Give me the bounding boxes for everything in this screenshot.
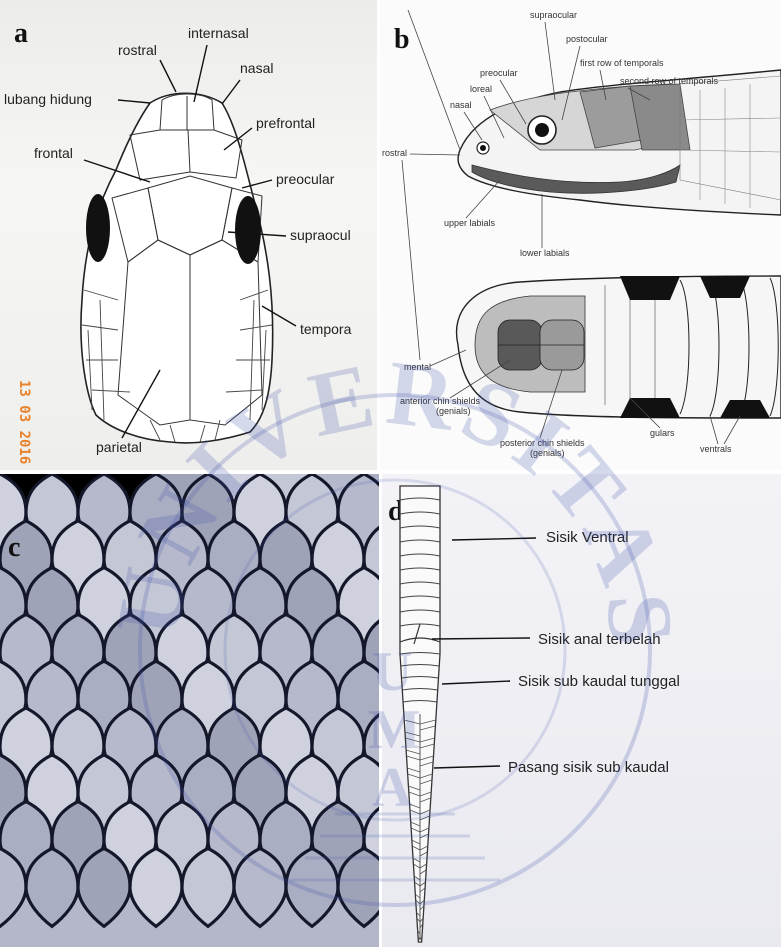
leader-sisik-sub-tunggal: [442, 681, 510, 684]
dorsal-scale: [78, 848, 130, 926]
panel-a-svg: a: [0, 0, 377, 470]
panel-c-letter: c: [8, 532, 20, 563]
label-anterior-chin-2: (genials): [436, 406, 471, 416]
leader-rostral: [160, 60, 176, 92]
label-lubang-hidung: lubang hidung: [4, 91, 92, 107]
panel-c-svg: c: [0, 474, 379, 947]
leader-supraocular: [545, 22, 555, 100]
tail-drawing: [400, 486, 440, 942]
leader-ventrals-2: [724, 416, 740, 444]
dorsal-head-drawing: [81, 93, 273, 443]
label-nasal-b: nasal: [450, 100, 472, 110]
label-supraocular: supraocular: [530, 10, 577, 20]
leader-rostral-b3: [402, 160, 420, 360]
dorsal-scale: [26, 848, 78, 926]
label-preocular: preocular: [276, 171, 335, 187]
left-eye: [86, 194, 110, 262]
label-rostral: rostral: [118, 42, 157, 58]
dorsal-scale-pattern: [0, 474, 379, 926]
panel-b-lateral-head: b: [380, 0, 781, 470]
label-lower-labials: lower labials: [520, 248, 570, 258]
label-sisik-anal: Sisik anal terbelah: [538, 631, 661, 648]
label-frontal: frontal: [34, 145, 73, 161]
dorsal-scale: [182, 848, 234, 926]
lateral-pupil: [535, 123, 549, 137]
leader-rostral-b2: [408, 10, 460, 150]
leader-upper-labials: [466, 180, 500, 218]
leader-pasang-sisik: [434, 766, 500, 768]
label-rostral-b: rostral: [382, 148, 407, 158]
panel-a-dorsal-head: a: [0, 0, 377, 470]
label-mental: mental: [404, 362, 431, 372]
dorsal-scale: [130, 848, 182, 926]
dorsal-scale: [286, 848, 338, 926]
label-preocular-b: preocular: [480, 68, 518, 78]
label-posterior-chin-1: posterior chin shields: [500, 438, 585, 448]
label-postocular: postocular: [566, 34, 608, 44]
panel-b-svg: b: [380, 0, 781, 470]
label-pasang-sisik: Pasang sisik sub kaudal: [508, 759, 669, 776]
panel-b-letter: b: [394, 24, 410, 55]
leader-rostral-b: [410, 154, 460, 155]
label-nasal: nasal: [240, 60, 273, 76]
date-stamp: 13 03 2016: [16, 380, 32, 464]
leader-sisik-anal: [432, 638, 530, 639]
leader-nasal: [222, 80, 240, 104]
leader-ventrals: [710, 416, 718, 444]
panel-d-svg: d Sisik Ventral Sisik anal terbelah Sisi…: [382, 474, 781, 947]
leader-lubang-hidung: [118, 100, 150, 103]
ventral-head-drawing: [457, 276, 781, 418]
label-loreal: loreal: [470, 84, 492, 94]
dorsal-scale: [234, 848, 286, 926]
label-internasal: internasal: [188, 25, 249, 41]
label-posterior-chin-2: (genials): [530, 448, 565, 458]
leader-sisik-ventral: [452, 538, 536, 540]
label-supraocul: supraocul: [290, 227, 351, 243]
right-eye: [235, 196, 261, 264]
panel-a-letter: a: [14, 18, 28, 49]
label-first-row-temporals: first row of temporals: [580, 58, 664, 68]
label-prefrontal: prefrontal: [256, 115, 315, 131]
panel-c-dorsal-scales: c: [0, 474, 379, 947]
label-parietal: parietal: [96, 439, 142, 455]
label-sisik-ventral: Sisik Ventral: [546, 529, 629, 546]
label-gulars: gulars: [650, 428, 675, 438]
label-sisik-sub-tunggal: Sisik sub kaudal tunggal: [518, 673, 680, 690]
label-anterior-chin-1: anterior chin shields: [400, 396, 481, 406]
label-tempora: tempora: [300, 321, 352, 337]
leader-internasal: [194, 45, 207, 102]
label-upper-labials: upper labials: [444, 218, 496, 228]
label-ventrals: ventrals: [700, 444, 732, 454]
panel-d-subcaudal: d Sisik Ventral Sisik anal terbelah Sisi…: [382, 474, 781, 947]
label-second-row-temporals: second row of temporals: [620, 76, 719, 86]
